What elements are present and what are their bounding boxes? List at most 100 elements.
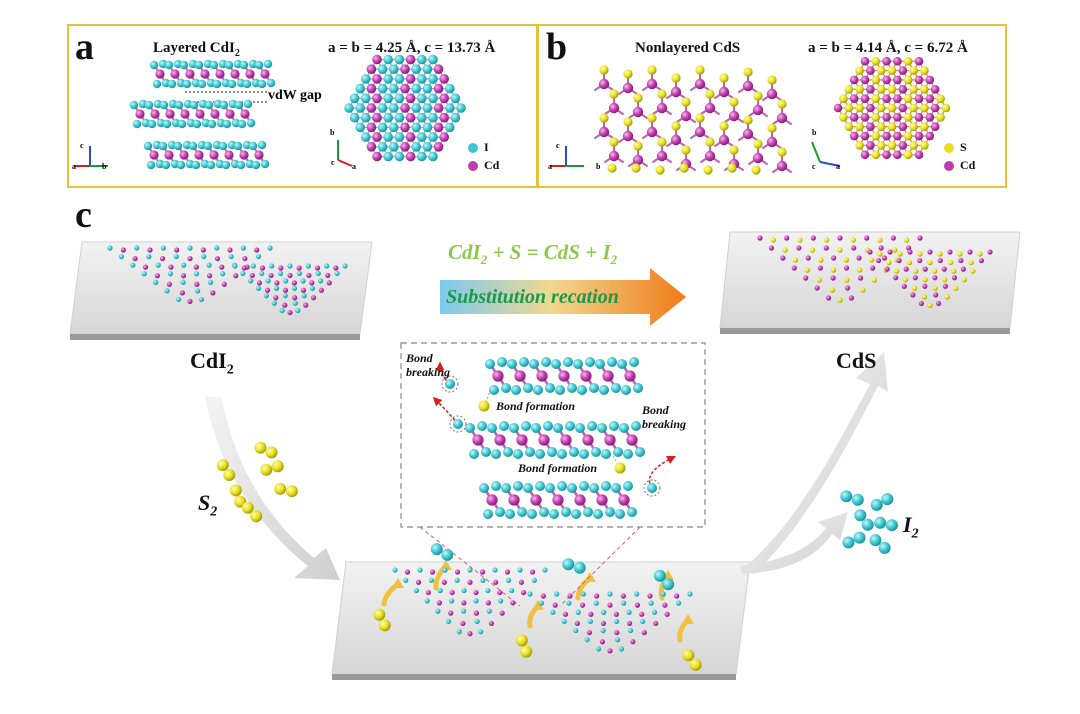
- cadmium-atom: [849, 94, 859, 103]
- iodine-atom: [445, 122, 455, 133]
- bond-breaking-2-line1: Bond: [642, 403, 669, 417]
- sulfur-atom: [887, 66, 897, 75]
- cadmium-atom: [165, 109, 175, 119]
- iodine-atom: [417, 93, 427, 104]
- cadmium-atom: [400, 122, 410, 133]
- sulfur-atom: [657, 89, 667, 99]
- iodine-atom: [188, 141, 198, 151]
- cadmium-atom: [538, 434, 550, 446]
- sulfur-atom: [753, 91, 763, 101]
- iodine-atom: [334, 270, 340, 277]
- cadmium-atom: [436, 600, 442, 606]
- iodine-atom: [509, 423, 519, 433]
- mid-substrate-edge: [332, 674, 736, 680]
- iodine-atom: [361, 93, 371, 104]
- iodine-atom: [584, 637, 590, 643]
- sulfur-atom: [657, 137, 667, 147]
- sulfur-atom: [478, 400, 490, 412]
- iodine-atom: [615, 637, 621, 643]
- iodine-atom: [232, 263, 238, 269]
- cadmium-atom: [120, 247, 126, 253]
- iodine-atom: [456, 629, 462, 635]
- cadmium-atom: [694, 78, 706, 90]
- cadmium-atom: [598, 78, 610, 90]
- iodine-atom: [349, 93, 360, 104]
- sulfur-atom: [271, 460, 284, 473]
- iodine-atom: [377, 103, 388, 113]
- sulfur-atom: [871, 150, 881, 160]
- iodine-atom: [573, 359, 583, 369]
- cadmium-atom: [930, 103, 940, 113]
- sulfur-atom: [869, 257, 875, 263]
- cadmium-atom: [433, 64, 444, 75]
- iodine-atom: [198, 296, 205, 303]
- iodine-atom: [214, 245, 220, 251]
- iodine-atom: [250, 263, 256, 269]
- sulfur-atom: [378, 619, 391, 632]
- iodine-atom: [361, 74, 371, 84]
- cadmium-atom: [925, 94, 935, 103]
- cadmium-atom: [241, 265, 247, 271]
- iodine-atom: [635, 447, 645, 457]
- iodine-atom: [167, 271, 174, 277]
- iodine-atom: [611, 483, 621, 493]
- iodine-atom: [237, 119, 247, 129]
- iodine-atom: [460, 608, 467, 614]
- iodine-atom: [480, 577, 486, 583]
- iodine-atom: [498, 598, 504, 604]
- iodine-atom: [456, 103, 466, 113]
- cadmium-atom: [221, 281, 227, 287]
- iodine-atom: [248, 141, 258, 151]
- sulfur-atom: [623, 117, 633, 127]
- iodine-atom: [411, 83, 422, 94]
- iodine-atom: [487, 423, 497, 433]
- panel-a-legend-cadmium: Cd: [468, 158, 499, 173]
- iodine-atom: [240, 245, 246, 251]
- iodine-atom: [593, 600, 599, 606]
- sulfur-atom: [876, 66, 886, 75]
- cadmium-atom: [898, 66, 908, 75]
- cadmium-atom: [530, 494, 542, 506]
- cadmium-atom: [641, 629, 647, 636]
- cadmium-atom: [366, 103, 377, 113]
- sulfur-atom: [373, 608, 386, 621]
- iodine-atom: [575, 609, 581, 615]
- sulfur-atom: [894, 268, 900, 274]
- cadmium-atom: [866, 122, 875, 132]
- sulfur-atom: [887, 122, 897, 132]
- sulfur-atom: [936, 94, 945, 103]
- iodine-atom: [529, 359, 539, 369]
- iodine-atom: [251, 160, 261, 170]
- sulfur-atom: [777, 99, 787, 109]
- iodine-atom: [491, 449, 501, 459]
- cadmium-atom: [882, 113, 891, 122]
- cadmium-atom: [405, 151, 416, 162]
- iodine-atom: [259, 270, 265, 277]
- cadmium-atom: [282, 302, 288, 308]
- cadmium-atom: [914, 56, 924, 66]
- iodine-atom: [305, 263, 311, 269]
- iodine-atom: [539, 507, 549, 517]
- iodine-atom: [394, 112, 405, 123]
- iodine-atom: [355, 122, 366, 133]
- cadmium-atom: [292, 295, 298, 301]
- cadmium-atom: [219, 264, 225, 270]
- cadmium-atom: [870, 265, 876, 271]
- cadmium-atom: [552, 494, 564, 506]
- cadmium-atom: [303, 302, 309, 308]
- sulfur-atom: [927, 259, 933, 266]
- cadmium-atom: [742, 128, 754, 140]
- iodine-atom: [571, 509, 581, 519]
- vdw-gap-label: vdW gap: [268, 88, 322, 103]
- iodine-atom: [422, 103, 433, 113]
- cadmium-atom: [849, 113, 859, 122]
- iodine-atom: [505, 509, 515, 519]
- iodine-atom: [513, 449, 523, 459]
- cadmium-atom: [516, 434, 528, 446]
- cadmium-atom: [776, 112, 788, 124]
- iodine-atom: [207, 279, 214, 285]
- iodine-atom: [134, 245, 140, 251]
- iodine-atom: [562, 558, 575, 571]
- iodine-atom: [623, 481, 633, 491]
